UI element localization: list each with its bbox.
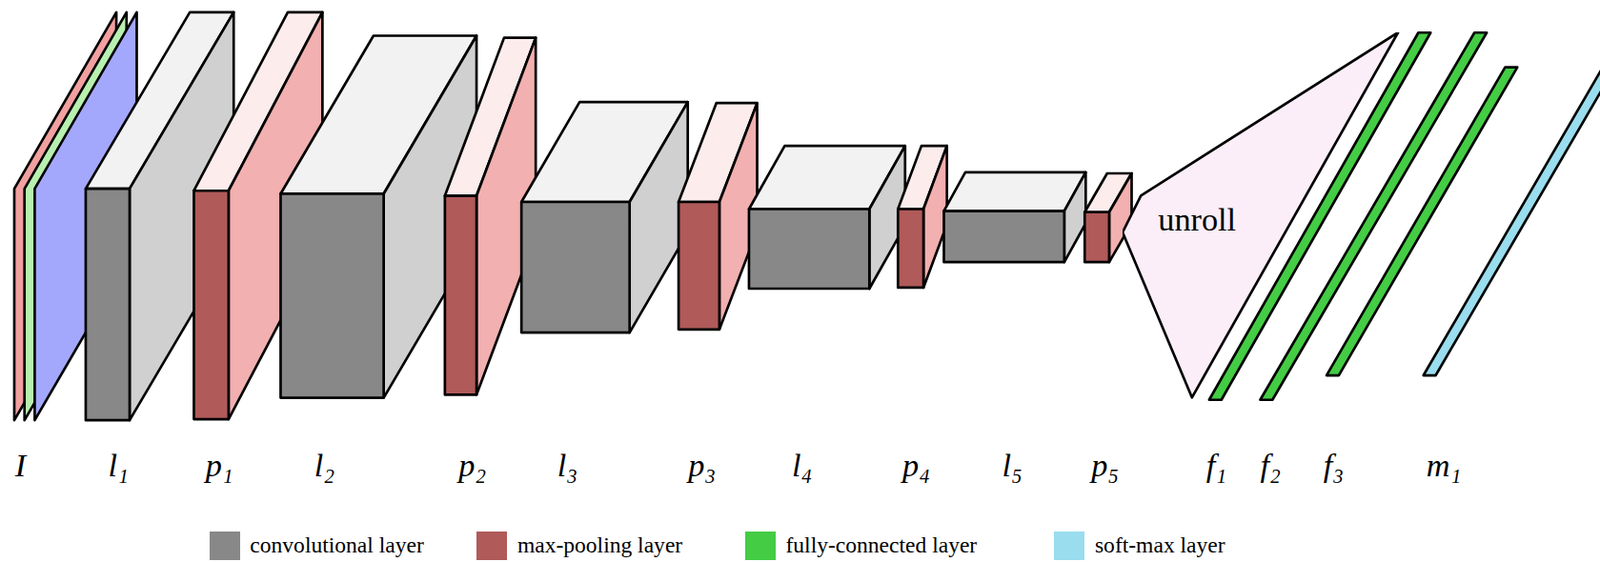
layer-name: p₂ (458, 446, 487, 485)
legend-swatch (476, 531, 507, 561)
legend-text: fully-connected layer (786, 532, 978, 559)
conv-layer (943, 172, 1086, 263)
softmax-layer (1423, 51, 1600, 377)
legend-text: max-pooling layer (517, 532, 683, 559)
conv-layer (280, 35, 477, 398)
conv-layer-front (943, 211, 1064, 264)
legend-swatch (745, 531, 776, 561)
layer-name: I (15, 446, 26, 485)
conv-layer (521, 101, 689, 333)
fc-layer (1326, 67, 1518, 376)
input-plane (34, 12, 137, 421)
triangle-outline (1122, 32, 1398, 398)
pool-layer (897, 145, 947, 288)
layer-name: l₁ (107, 446, 128, 485)
layer-name: l₂ (314, 446, 335, 485)
conv-layer-front (85, 188, 130, 421)
pool-layer-front (678, 202, 720, 330)
input-plane (34, 12, 137, 421)
conv-layer-front (521, 202, 630, 333)
legend-swatch (209, 531, 241, 561)
legend-text: convolutional layer (249, 532, 424, 559)
pool-layer-front (445, 196, 477, 396)
pool-layer (678, 102, 757, 330)
conv-layer-side (384, 35, 477, 398)
layer-name: p₅ (1091, 446, 1119, 485)
layer-name: l₄ (791, 446, 812, 485)
softmax-layer (1423, 51, 1600, 377)
legend-swatch (1053, 531, 1085, 561)
layer-name: f₃ (1323, 446, 1344, 485)
conv-layer (85, 12, 234, 421)
pool-layer-front (1084, 212, 1110, 263)
layer-name: l₅ (1002, 446, 1023, 485)
layer-name: p₁ (205, 446, 234, 485)
conv-layer-top (943, 172, 1086, 212)
conv-layer-front (280, 193, 384, 398)
conv-layer-side (1064, 172, 1086, 263)
conv-layer-front (749, 209, 870, 290)
layer-name: f₂ (1259, 446, 1280, 485)
fc-layer (1326, 67, 1518, 376)
pool-layer-front (193, 190, 228, 420)
layer-name: p₄ (902, 446, 931, 485)
layer-name: m₁ (1426, 446, 1462, 485)
unroll-triangle: unroll (1122, 32, 1400, 400)
layer-name: l₃ (557, 446, 578, 485)
layer-name: p₃ (688, 446, 716, 485)
conv-layer-side (129, 12, 234, 421)
pool-layer (1084, 173, 1132, 263)
legend-text: soft-max layer (1094, 532, 1226, 559)
conv-layer (749, 145, 906, 289)
layer-name: f₁ (1206, 446, 1227, 485)
node-label: unroll (1157, 201, 1236, 239)
pool-layer-front (897, 209, 924, 288)
